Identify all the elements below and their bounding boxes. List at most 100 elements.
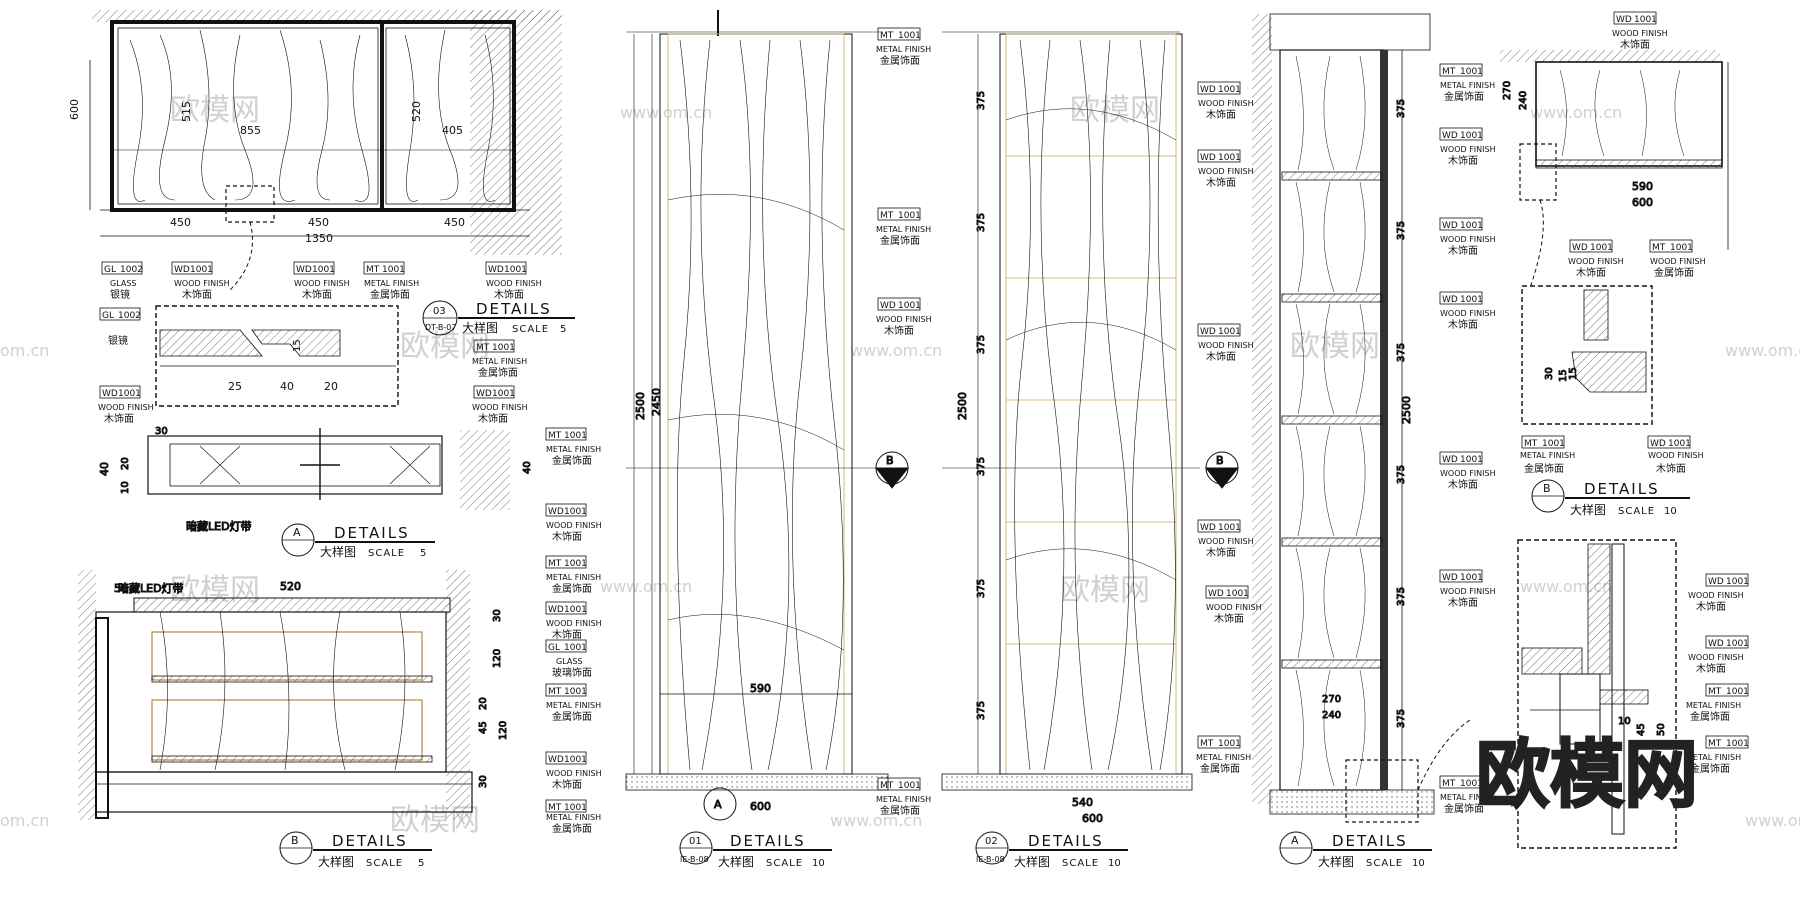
svg-text:10: 10 bbox=[1108, 858, 1121, 869]
watermark-url: www.om.cn bbox=[850, 341, 942, 360]
svg-text:1001: 1001 bbox=[1460, 295, 1483, 305]
tag-wd-1001: WD 1001 WOOD FINISH 木饰面 bbox=[485, 261, 542, 301]
details-title-01: 01 IE-B-08 DETAILS 大样图 SCALE 10 bbox=[679, 831, 832, 869]
dim-label: 520 bbox=[280, 580, 301, 593]
svg-text:1001: 1001 bbox=[1460, 67, 1483, 77]
svg-text:1001: 1001 bbox=[190, 265, 213, 275]
detail-03-tags: GL 1002 GLASS 银镜 WD 1001 WOOD FINISH 木饰面… bbox=[101, 261, 542, 301]
detail-b-section: 暗藏LED灯带 50 50 520 30 120 20 45 120 30 bbox=[78, 570, 510, 820]
svg-text:WOOD FINISH: WOOD FINISH bbox=[472, 403, 528, 412]
svg-text:B: B bbox=[1543, 482, 1551, 495]
svg-text:1001: 1001 bbox=[564, 559, 587, 569]
dim-label: 520 bbox=[410, 101, 423, 122]
svg-text:WD: WD bbox=[1650, 439, 1666, 449]
svg-text:WOOD FINISH: WOOD FINISH bbox=[1198, 167, 1254, 176]
tag-wd-1001: WD 1001 WOOD FINISH 木饰面 bbox=[1439, 291, 1496, 331]
tag-wd-1001: WD 1001 WOOD FINISH 木饰面 bbox=[1197, 81, 1254, 121]
tag-mt-1001: MT 1001 METAL FINISH 金属饰面 bbox=[472, 339, 527, 379]
svg-text:金属饰面: 金属饰面 bbox=[880, 234, 920, 247]
svg-text:METAL FINISH: METAL FINISH bbox=[1686, 701, 1741, 710]
svg-text:METAL FINISH: METAL FINISH bbox=[546, 573, 601, 582]
tag-mt-1001: MT 1001 METAL FINISH 金属饰面 bbox=[545, 427, 601, 467]
tag-mt-1001: MT 1001 METAL FINISH 金属饰面 bbox=[1439, 63, 1495, 103]
dim-label: 15 bbox=[1568, 367, 1579, 380]
svg-text:金属饰面: 金属饰面 bbox=[370, 288, 410, 301]
svg-text:WD: WD bbox=[1442, 131, 1458, 141]
dim-label: 450 bbox=[308, 216, 329, 229]
svg-text:MT: MT bbox=[476, 343, 490, 353]
svg-text:METAL FINISH: METAL FINISH bbox=[472, 357, 527, 366]
dim-label: 45 bbox=[478, 721, 489, 734]
svg-text:1001: 1001 bbox=[1460, 779, 1483, 789]
svg-text:MT: MT bbox=[548, 559, 562, 569]
svg-text:MT: MT bbox=[1708, 687, 1722, 697]
elevation-01-tags: MT 1001 METAL FINISH 金属饰面 MT 1001 METAL … bbox=[876, 27, 932, 817]
tag-wd-1001: WD 1001 WOOD FINISH 木饰面 bbox=[1647, 435, 1704, 475]
svg-text:WD: WD bbox=[1572, 243, 1588, 253]
svg-text:玻璃饰面: 玻璃饰面 bbox=[552, 666, 592, 679]
svg-text:WD: WD bbox=[1208, 589, 1224, 599]
svg-text:WD: WD bbox=[1708, 577, 1724, 587]
svg-text:1001: 1001 bbox=[1218, 739, 1241, 749]
tag-wd-1001: WD 1001 WOOD FINISH 木饰面 bbox=[1197, 323, 1254, 363]
dim-label: 405 bbox=[442, 124, 463, 137]
dim-label: 2500 bbox=[956, 392, 969, 420]
tag-wd-1001: WD 1001 WOOD FINISH 木饰面 bbox=[876, 297, 932, 337]
watermark-text: 欧模网 bbox=[400, 329, 490, 364]
tag-wd-1001: WD 1001 WOOD FINISH 木饰面 bbox=[1688, 635, 1749, 675]
svg-text:1001: 1001 bbox=[1218, 85, 1241, 95]
dim-label: 450 bbox=[444, 216, 465, 229]
svg-text:1001: 1001 bbox=[1218, 327, 1241, 337]
section-a-tall: 2500 375 375 375 375 375 375 270 240 bbox=[1252, 13, 1471, 823]
dim-label: 240 bbox=[1518, 91, 1529, 110]
svg-text:1001: 1001 bbox=[1460, 573, 1483, 583]
svg-text:WD: WD bbox=[1616, 15, 1632, 25]
svg-text:MT: MT bbox=[548, 687, 562, 697]
watermark-text: 欧模网 bbox=[1070, 93, 1160, 128]
svg-text:木饰面: 木饰面 bbox=[302, 288, 332, 301]
svg-text:WOOD FINISH: WOOD FINISH bbox=[1440, 309, 1496, 318]
svg-text:SCALE: SCALE bbox=[1618, 506, 1655, 517]
svg-text:MT: MT bbox=[880, 781, 894, 791]
elevation-02-tags: WD 1001 WOOD FINISH 木饰面 WD 1001 WOOD FIN… bbox=[1196, 81, 1262, 775]
dim-label: 120 bbox=[498, 721, 509, 740]
tag-gl-1002: GL 1002 银镜 bbox=[99, 307, 141, 347]
section-a-tall-tags: MT 1001 METAL FINISH 金属饰面 WD 1001 WOOD F… bbox=[1439, 63, 1496, 815]
dim-label: 375 bbox=[976, 457, 987, 476]
svg-text:METAL FINISH: METAL FINISH bbox=[1686, 753, 1741, 762]
tag-wd-1001: WD 1001 WOOD FINISH 木饰面 bbox=[171, 261, 230, 301]
dim-label: 30 bbox=[478, 775, 489, 788]
svg-text:1001: 1001 bbox=[1726, 577, 1749, 587]
dim-label: 375 bbox=[976, 579, 987, 598]
svg-text:1001: 1001 bbox=[1668, 439, 1691, 449]
svg-text:DETAILS: DETAILS bbox=[476, 300, 552, 318]
svg-text:1001: 1001 bbox=[1726, 739, 1749, 749]
tag-wd-1001: WD 1001 WOOD FINISH 木饰面 bbox=[1439, 217, 1496, 257]
svg-text:木饰面: 木饰面 bbox=[478, 412, 508, 425]
svg-text:01: 01 bbox=[689, 836, 702, 847]
svg-text:1001: 1001 bbox=[1590, 243, 1613, 253]
svg-text:木饰面: 木饰面 bbox=[494, 288, 524, 301]
svg-text:METAL FINISH: METAL FINISH bbox=[1440, 81, 1495, 90]
tag-mt-1001: MT 1001 METAL FINISH 金属饰面 bbox=[363, 261, 419, 301]
svg-text:大样图: 大样图 bbox=[462, 320, 498, 335]
svg-text:木饰面: 木饰面 bbox=[552, 778, 582, 791]
dim-label: 240 bbox=[1322, 710, 1341, 721]
svg-text:木饰面: 木饰面 bbox=[1448, 244, 1478, 257]
dim-label: 600 bbox=[68, 99, 81, 120]
tag-mt-1001: MT 1001 METAL FINISH 金属饰面 bbox=[1686, 683, 1749, 723]
dim-label: 40 bbox=[522, 461, 533, 474]
watermark-url: www.om.cn bbox=[1725, 341, 1800, 360]
tag-wd-1001: WD 1001 WOOD FINISH 木饰面 bbox=[1439, 451, 1496, 491]
svg-text:1001: 1001 bbox=[564, 687, 587, 697]
svg-text:WOOD FINISH: WOOD FINISH bbox=[1440, 587, 1496, 596]
svg-text:WOOD FINISH: WOOD FINISH bbox=[546, 521, 602, 530]
dim-label: 30 bbox=[492, 609, 503, 622]
svg-text:GL: GL bbox=[104, 265, 116, 275]
dim-label: 25 bbox=[228, 380, 242, 393]
tag-wd-1001: WD 1001 WOOD FINISH 木饰面 bbox=[1439, 127, 1496, 167]
svg-text:金属饰面: 金属饰面 bbox=[880, 804, 920, 817]
watermark-text: 欧模网 bbox=[1060, 573, 1150, 608]
tag-wd-1001: WD 1001 WOOD FINISH 木饰面 bbox=[1197, 519, 1254, 559]
